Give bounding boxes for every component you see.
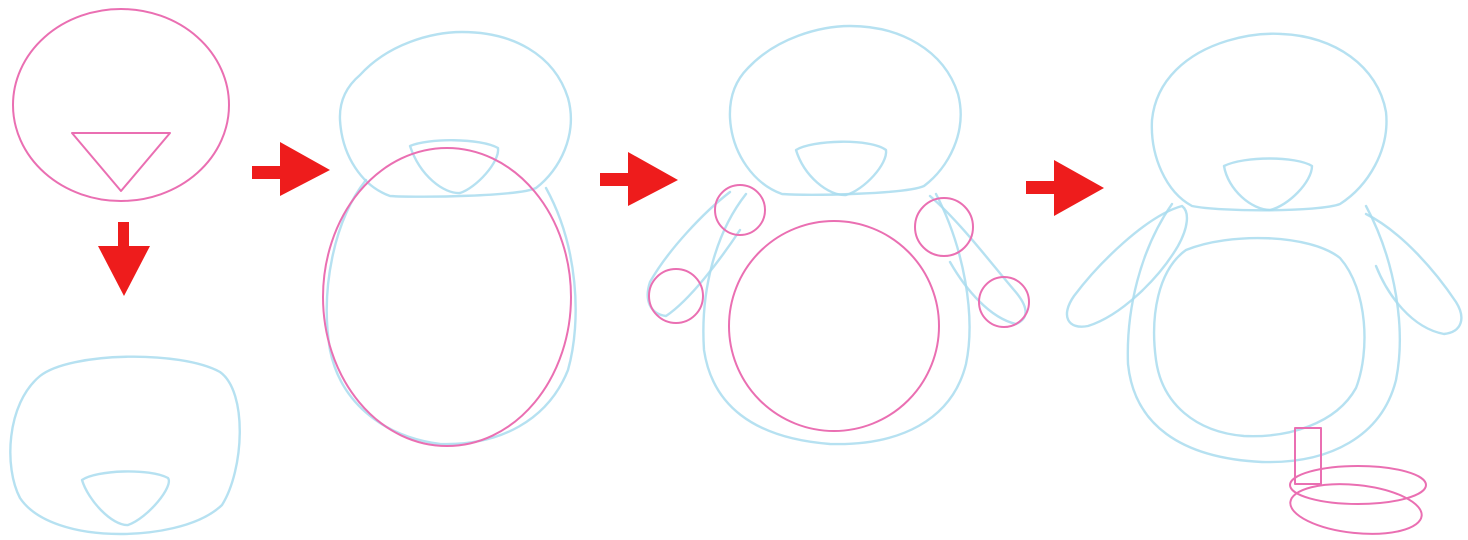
step-4-panel <box>1067 34 1461 540</box>
step-1-head-circle-guide <box>13 9 229 201</box>
step-2-head-sketch <box>340 32 571 197</box>
step-4-belly-sketch <box>1154 238 1364 436</box>
arrow-down <box>98 222 150 296</box>
step-3-left-flipper-tip-circle-guide <box>649 269 703 323</box>
step-4-body-sketch <box>1128 204 1400 462</box>
step-3-head-sketch <box>730 26 961 195</box>
arrow-right-3 <box>1026 160 1104 216</box>
arrow-down-shaft <box>118 222 129 246</box>
step-4-head-sketch <box>1152 34 1387 211</box>
step-3-right-flipper-sketch <box>930 196 1026 324</box>
arrow-right-1-shaft <box>252 166 282 179</box>
arrow-right-2-shaft <box>600 173 630 186</box>
step-4-beak-sketch <box>1224 159 1312 211</box>
step-3-left-flipper-sketch <box>648 192 740 316</box>
step-2-panel <box>323 32 576 446</box>
step-4-right-flipper-sketch <box>1366 214 1461 334</box>
step-3-body-sketch <box>703 194 969 444</box>
step-1b-panel <box>10 357 239 534</box>
arrow-right-3-head <box>1054 160 1104 216</box>
step-1b-head-sketch <box>10 357 239 534</box>
step-1b-beak-sketch <box>82 471 169 525</box>
arrow-right-2 <box>600 152 678 206</box>
arrow-right-1 <box>252 142 330 196</box>
step-3-belly-circle-guide <box>729 221 939 431</box>
step-3-left-shoulder-circle-guide <box>715 185 765 235</box>
step-3-right-shoulder-circle-guide <box>915 198 973 256</box>
step-1-panel <box>13 9 229 201</box>
step-4-left-flipper-sketch <box>1067 206 1187 327</box>
step-4-foot-oval-guide-lower <box>1288 478 1424 540</box>
step-2-body-oval-guide <box>323 148 571 446</box>
arrow-right-2-head <box>628 152 678 206</box>
arrow-right-1-head <box>280 142 330 196</box>
step-3-beak-sketch <box>796 142 886 195</box>
step-1-beak-triangle-guide <box>72 133 170 191</box>
step-2-body-sketch <box>327 180 576 444</box>
step-3-panel <box>648 26 1029 444</box>
arrow-right-3-shaft <box>1026 181 1056 194</box>
arrow-down-head <box>98 246 150 296</box>
